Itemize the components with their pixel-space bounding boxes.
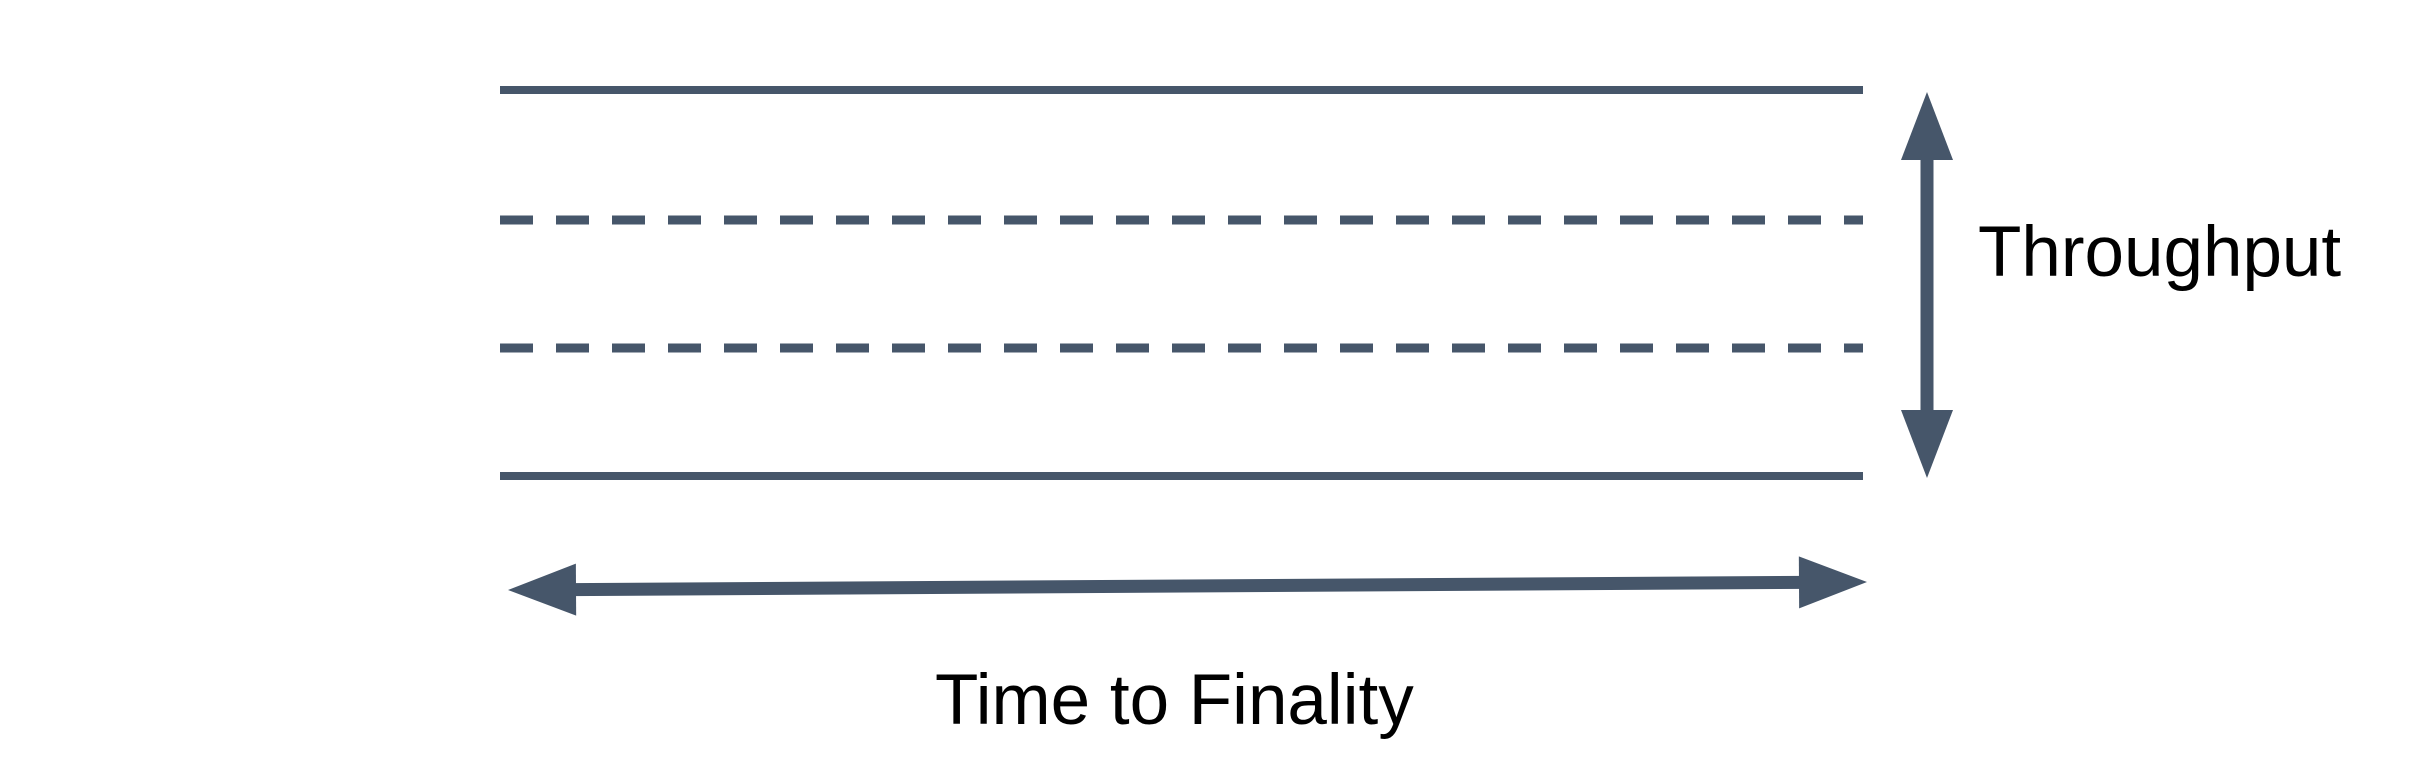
down-arrowhead-icon xyxy=(1901,410,1953,478)
right-arrowhead-icon xyxy=(1798,556,1867,609)
left-arrowhead-icon xyxy=(508,563,577,616)
up-arrowhead-icon xyxy=(1901,92,1953,160)
time-to-finality-double-arrow xyxy=(508,556,1867,616)
throughput-double-arrow xyxy=(1901,92,1953,478)
throughput-label: Throughput xyxy=(1978,213,2342,292)
time-to-finality-label: Time to Finality xyxy=(935,661,1414,740)
time-to-finality-arrow-shaft xyxy=(569,575,1806,597)
